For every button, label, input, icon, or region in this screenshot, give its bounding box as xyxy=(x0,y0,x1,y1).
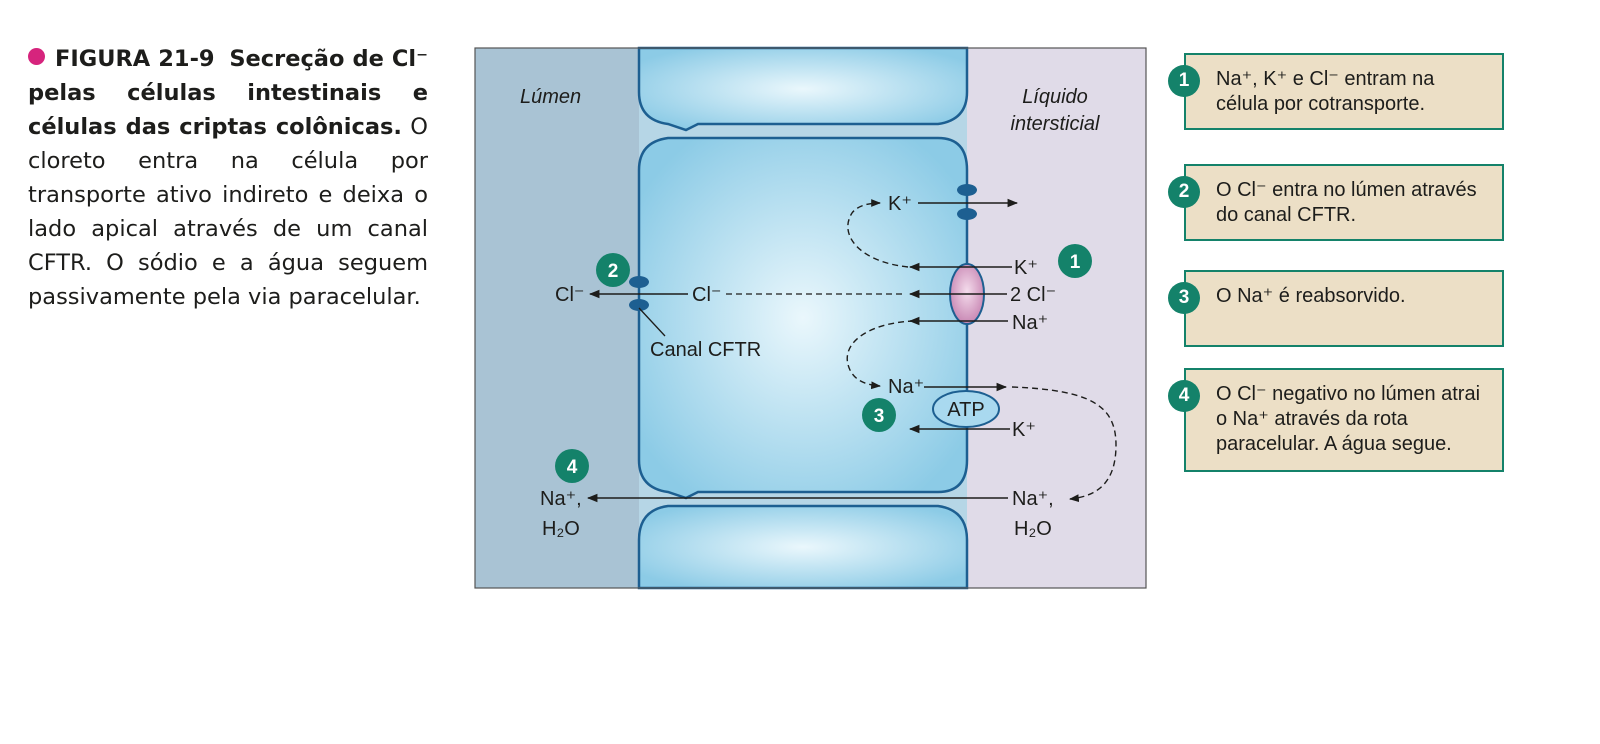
atp-label: ATP xyxy=(947,399,984,421)
figure-label: FIGURA 21-9 xyxy=(55,46,215,72)
lumen-label: Lúmen xyxy=(520,86,581,108)
na-k-atpase xyxy=(932,390,1000,428)
cl-lumen-label: Cl⁻ xyxy=(555,284,584,306)
interstitial-label-1: Líquido xyxy=(1022,86,1088,108)
step-number: 2 xyxy=(1168,176,1200,208)
na-recycle-arrow xyxy=(846,320,915,390)
k-channel-upper xyxy=(957,184,977,196)
bottom-cell xyxy=(637,504,969,590)
step-text: Na⁺, K⁺ e Cl⁻ entram na célula por cotra… xyxy=(1216,68,1435,115)
k-recycle-arrow xyxy=(847,199,909,268)
step-number: 3 xyxy=(1168,282,1200,314)
cotransport-k-label: K⁺ xyxy=(1014,257,1038,279)
cftr-label: Canal CFTR xyxy=(650,339,761,361)
cl-inside-label: Cl⁻ xyxy=(692,284,721,306)
na-interstitial-dashed xyxy=(1011,386,1117,503)
na-pump-label: Na⁺ xyxy=(888,376,924,398)
cftr-channel-upper xyxy=(629,276,649,288)
step-box-2: 2 O Cl⁻ entra no lúmen através do canal … xyxy=(1168,164,1504,241)
step-box-4: 4 O Cl⁻ negativo no lúmen atrai o Na⁺ at… xyxy=(1168,368,1504,472)
badge-1-num: 1 xyxy=(1070,252,1081,273)
badge-4-num: 4 xyxy=(567,457,578,478)
na-lumen-label: Na⁺, xyxy=(540,488,582,510)
badge-1: 1 xyxy=(1058,244,1092,278)
diagram-frame xyxy=(474,47,1147,589)
step-box-3: 3 O Na⁺ é reabsorvido. xyxy=(1168,270,1504,347)
figure-caption: FIGURA 21-9 Secreção de Cl⁻ pelas célula… xyxy=(28,42,428,314)
badge-2: 2 xyxy=(596,253,630,287)
cotransport-na-label: Na⁺ xyxy=(1012,312,1048,334)
step-text: O Cl⁻ negativo no lúmen atrai o Na⁺ atra… xyxy=(1216,383,1481,455)
h2o-lumen-label: H₂O xyxy=(542,518,580,540)
step-number: 1 xyxy=(1168,65,1200,97)
k-pump-label: K⁺ xyxy=(1012,419,1036,441)
k-channel-lower xyxy=(957,208,977,220)
step-number: 4 xyxy=(1168,380,1200,412)
step-text: O Cl⁻ entra no lúmen através do canal CF… xyxy=(1216,179,1477,226)
na-interstitial-label: Na⁺, xyxy=(1012,488,1054,510)
cftr-channel-lower xyxy=(629,299,649,311)
k-top-label: K⁺ xyxy=(888,193,912,215)
interstitial-label-2: intersticial xyxy=(1011,113,1100,135)
cotransport-cl-label: 2 Cl⁻ xyxy=(1010,284,1056,306)
main-cell xyxy=(637,136,969,500)
step-text: O Na⁺ é reabsorvido. xyxy=(1216,285,1406,307)
badge-4: 4 xyxy=(555,449,589,483)
step-box-1: 1 Na⁺, K⁺ e Cl⁻ entram na célula por cot… xyxy=(1168,53,1504,130)
badge-3-num: 3 xyxy=(874,406,885,427)
top-cell xyxy=(637,46,969,132)
cftr-pointer-line xyxy=(638,307,666,337)
bullet-icon xyxy=(28,48,45,65)
figure-body: O cloreto entra na célula por transporte… xyxy=(28,114,428,310)
badge-2-num: 2 xyxy=(608,261,619,282)
badge-3: 3 xyxy=(862,398,896,432)
h2o-interstitial-label: H₂O xyxy=(1014,518,1052,540)
figure-title: Secreção de Cl⁻ pelas células intestinai… xyxy=(28,46,429,140)
